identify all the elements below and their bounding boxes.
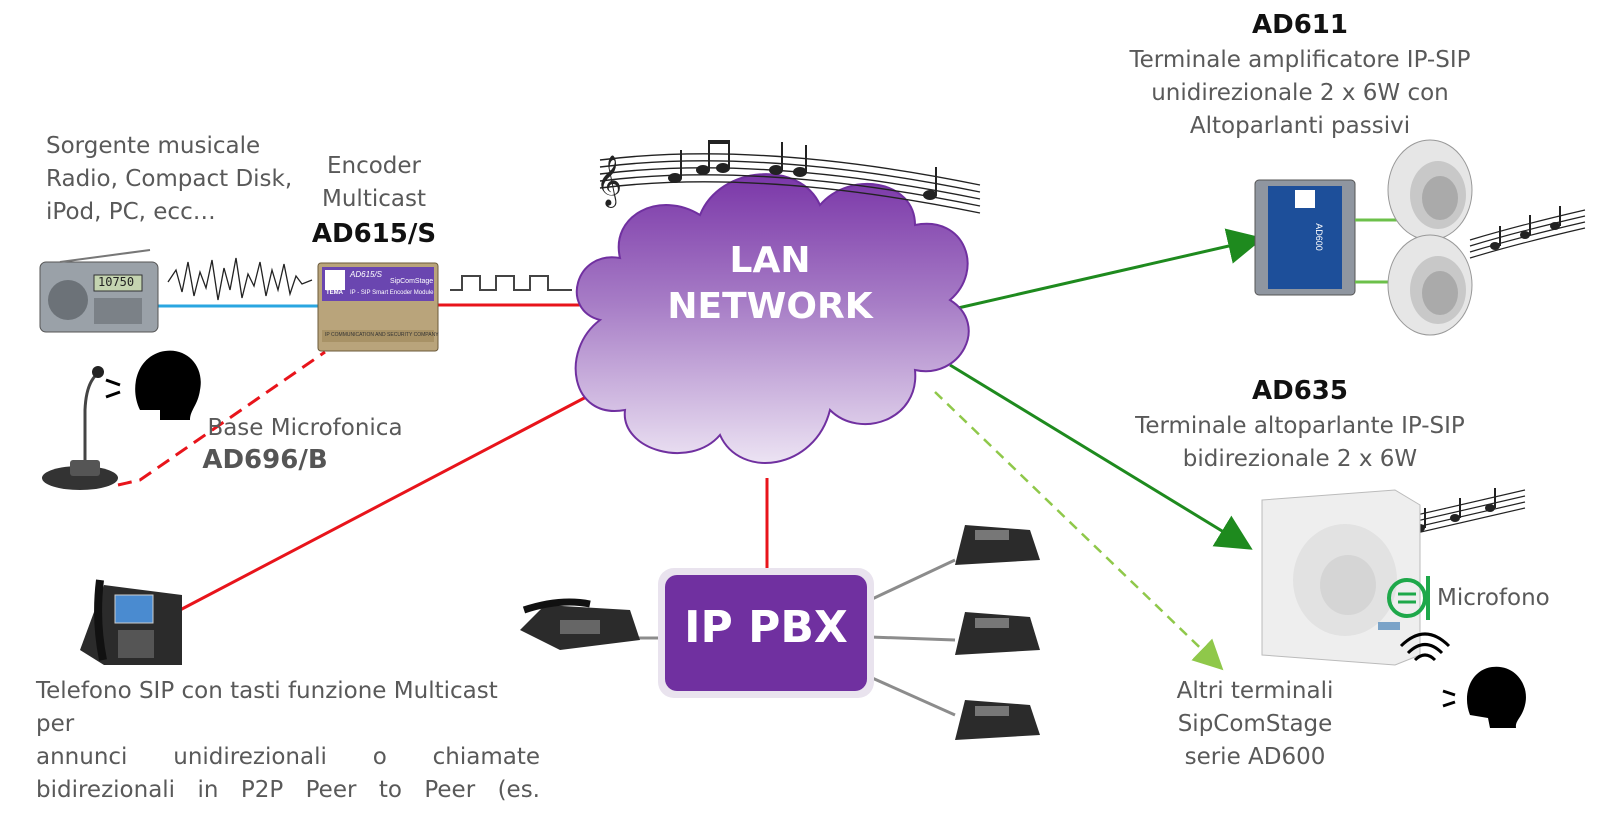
music-symbols-ad635 xyxy=(1415,488,1496,532)
mic-to-encoder-dashed-link xyxy=(117,350,326,487)
others-line3: serie AD600 xyxy=(1184,744,1326,770)
encoder-box-title: AD615/S xyxy=(350,270,383,279)
pbx-phone-link-3 xyxy=(869,675,956,717)
ceiling-speaker-2 xyxy=(1387,234,1473,336)
sip-phone xyxy=(80,579,182,665)
pbx-phone-link-1 xyxy=(869,558,956,602)
pbx-phone-link-2 xyxy=(869,635,956,642)
office-phone-3 xyxy=(955,700,1040,740)
phone-line1: Telefono SIP con tasti funzione Multicas… xyxy=(36,678,498,737)
music-symbols-ad611 xyxy=(1490,206,1561,250)
links xyxy=(117,228,1264,717)
radio-display-text: 10750 xyxy=(98,275,135,289)
audio-waveform xyxy=(167,257,313,301)
ad611-box-label: AD600 xyxy=(1313,223,1324,251)
ad635-line1: Terminale altoparlante IP-SIP xyxy=(1135,413,1465,439)
phone-line3: bidirezionali in P2P Peer to Peer (es. xyxy=(36,777,540,803)
others-line1: Altri terminali xyxy=(1176,678,1334,704)
source-caption: Sorgente musicale Radio, Compact Disk, i… xyxy=(46,130,306,229)
svg-text:𝄞: 𝄞 xyxy=(596,155,622,208)
microphone-label: Microfono xyxy=(1437,585,1550,611)
encoder-line1: Encoder xyxy=(326,153,422,179)
encoder-caption: Encoder Multicast xyxy=(300,150,448,216)
encoder-box-footer: IP COMMUNICATION AND SECURITY COMPANY xyxy=(325,332,439,338)
encoder-box-logo: TEMA xyxy=(326,290,343,296)
encoder-box-sub: IP - SIP Smart Encoder Module xyxy=(350,290,434,296)
music-symbols-top: 𝄞 xyxy=(596,140,937,208)
ad611-caption: Terminale amplificatore IP-SIP unidirezi… xyxy=(1110,44,1490,143)
source-line1: Sorgente musicale xyxy=(46,133,261,159)
lan-to-ad635-link xyxy=(949,363,1253,550)
phone-to-lan-link xyxy=(179,393,591,612)
source-line3: iPod, PC, ecc… xyxy=(46,199,216,225)
ad635-device xyxy=(1261,489,1421,666)
sound-waves-icon xyxy=(1399,632,1451,662)
ad635-caption: Terminale altoparlante IP-SIP bidirezion… xyxy=(1120,410,1480,476)
ad611-line1: Terminale amplificatore IP-SIP xyxy=(1129,47,1471,73)
others-caption: Altri terminali SipComStage serie AD600 xyxy=(1150,675,1360,774)
ad611-line2: unidirezionale 2 x 6W con xyxy=(1151,80,1449,106)
office-phone-left xyxy=(520,598,640,650)
radio-device xyxy=(39,249,159,333)
encoder-box xyxy=(317,262,439,352)
speaking-person-right xyxy=(1442,666,1526,728)
encoder-square-wave xyxy=(450,275,572,291)
office-phone-2 xyxy=(955,612,1040,655)
ad611-device xyxy=(1254,179,1405,296)
microphone-base xyxy=(42,366,118,490)
mic-indicator-icon xyxy=(1387,576,1430,620)
lan-cloud-label: LAN NETWORK xyxy=(650,238,890,330)
lan-label-line1: LAN xyxy=(729,240,811,281)
lan-label-line2: NETWORK xyxy=(667,286,873,327)
ad611-model: AD611 xyxy=(1252,10,1348,40)
speaking-person-left xyxy=(105,350,201,420)
ceiling-speaker-1 xyxy=(1387,139,1473,241)
pbx-label: IP PBX xyxy=(684,602,848,653)
pbx-box xyxy=(658,568,874,698)
lan-to-ad611-link xyxy=(957,228,1264,310)
mic-base-model: AD696/B xyxy=(202,445,328,475)
phone-line2: annunci unidirezionali o chiamate xyxy=(36,744,540,770)
ad635-line2: bidirezionale 2 x 6W xyxy=(1182,446,1418,472)
lan-cloud xyxy=(574,173,970,464)
encoder-line2: Multicast xyxy=(322,186,426,212)
encoder-box-brand: SipComStage xyxy=(390,278,434,285)
phone-caption: Telefono SIP con tasti funzione Multicas… xyxy=(36,675,540,807)
source-line2: Radio, Compact Disk, xyxy=(46,166,293,192)
mic-base-label: Base Microfonica xyxy=(207,415,403,441)
music-notes-top xyxy=(599,153,981,214)
ad635-model: AD635 xyxy=(1252,376,1348,406)
office-phone-1 xyxy=(955,525,1040,565)
ad611-line3: Altoparlanti passivi xyxy=(1189,113,1411,139)
encoder-model: AD615/S xyxy=(311,219,437,249)
lan-to-others-dashed-link xyxy=(934,391,1224,671)
others-line2: SipComStage xyxy=(1177,711,1333,737)
